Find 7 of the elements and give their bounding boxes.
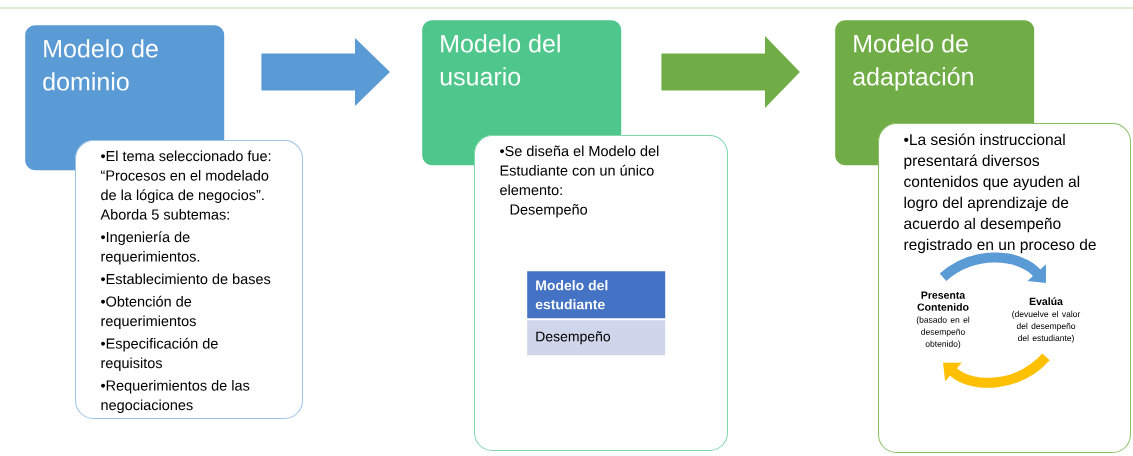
cycle-step-label: Evalúa (devuelve el valor del desempeño del estudiante) — [1012, 297, 1081, 343]
node-label: Desempeño — [510, 204, 588, 218]
text-card: •El tema seleccionado fue: “Procesos en el modelado de la lógica de negocios”. Aborda 5 subtemas: •Ingeniería de requerimientos. •Establecimiento de bases •Obtención de requerimientos •Especificación de requisitos •Requerimientos de las negociaciones — [75, 140, 303, 419]
arrow — [943, 353, 1050, 388]
table-header: Modelo del estudiante — [527, 271, 666, 319]
cycle-step-label: Presenta Contenido (basado en el desempeño obtenido) — [916, 291, 970, 349]
table-cell: Desempeño — [527, 320, 666, 356]
